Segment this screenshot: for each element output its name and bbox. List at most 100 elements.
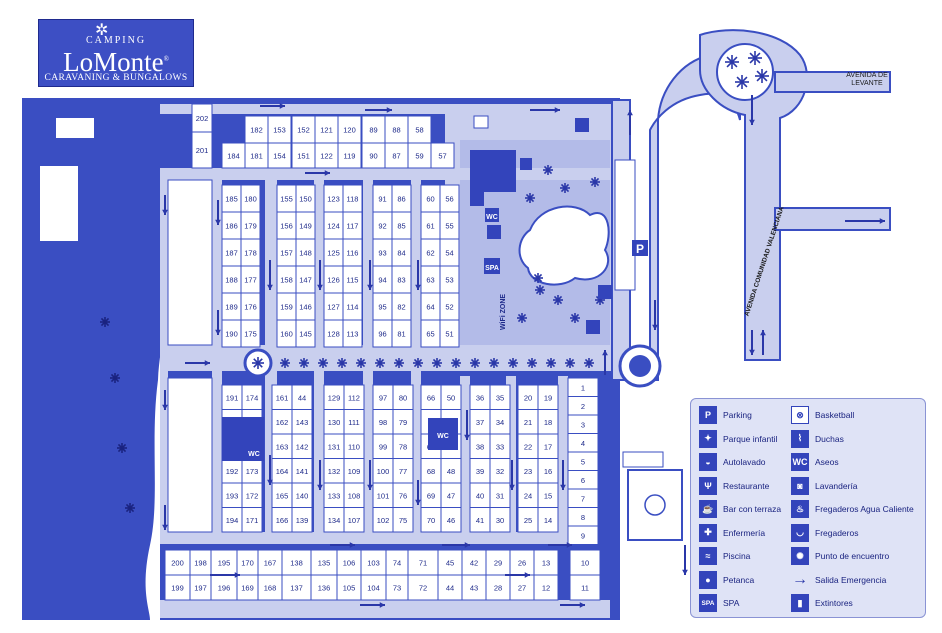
palm-tree-icon [726,56,733,63]
plot-cell [267,142,292,169]
palm-tree-icon [749,57,756,64]
plot-number: 177 [244,276,257,285]
legend-label: Punto de encuentro [815,551,890,561]
plot-number: 28 [494,584,502,593]
plot-number: 101 [377,491,390,500]
palm-tree-icon [322,358,328,364]
legend-item: ⌇Duchas [791,429,844,449]
plot-number: 182 [250,126,263,135]
plot-number: 152 [297,126,310,135]
pool [518,205,610,286]
plot-number: 61 [426,222,434,231]
palm-tree-icon [761,70,768,77]
petanque-icon: ● [699,570,717,589]
plot-number: 106 [343,559,356,568]
plot-number: 85 [397,222,405,231]
plot-number: 94 [378,276,386,285]
palm-tree-icon [121,443,127,449]
plot-number: 180 [244,195,257,204]
legend-item: ♨Fregaderos Agua Caliente [791,499,914,519]
plot-number: 60 [426,195,434,204]
plot-number: 115 [347,276,359,285]
court-sign [622,451,664,468]
plot-cell [191,131,213,169]
palm-tree-icon [574,313,580,319]
plot-cell [295,319,316,348]
pool-icon: ≈ [699,547,717,565]
parking-icon: P [699,406,717,424]
plot-number: 197 [194,584,207,593]
palm-tree-icon [284,358,290,364]
legend-item: ●Petanca [699,570,754,590]
plot-number: 91 [378,195,386,204]
logo-trademark: ® [163,55,169,63]
plot-number: 181 [250,152,263,161]
palm-tree-icon [761,75,768,82]
emergency-arrow-head [560,484,566,490]
plot-cell [281,574,312,601]
legend-item: →Salida Emergencia [791,570,886,590]
shower-icon: ⌇ [791,429,809,448]
emergency-arrow-head [652,324,658,330]
plot-number: 168 [264,584,277,593]
plot-number: 17 [544,442,552,451]
plot-number: 97 [379,393,387,402]
palm-tree-icon [455,358,461,364]
plot-number: 194 [226,516,239,525]
plot-number: 78 [399,442,407,451]
plot-number: 80 [399,393,407,402]
plot-number: 134 [328,516,341,525]
plot-number: 88 [392,126,400,135]
plot-number: 200 [171,559,184,568]
plot-number: 36 [476,393,484,402]
plot-cell [342,319,363,348]
plot-number: 48 [447,467,455,476]
plot-number: 14 [544,516,552,525]
plot-number: 143 [296,418,309,427]
plot-number: 189 [225,303,238,312]
palm-tree-icon [749,52,756,59]
extinguisher-icon: ▮ [791,594,809,612]
emergency-arrow-head [386,107,392,113]
plot-cell [407,574,439,601]
plot-number: 46 [447,516,455,525]
internal-roads [160,104,620,618]
spa-icon: SPA [699,594,717,612]
plot-number: 147 [299,276,312,285]
palm-tree-icon [398,358,404,364]
emergency-arrow-head [415,284,421,290]
palm-tree-icon [731,61,738,68]
plot-number: 37 [476,418,484,427]
palm-tree-icon [741,81,748,88]
plot-cell [533,574,559,601]
logo-name: LoMonte® [39,46,193,76]
car-wash-icon: ◒ [699,453,717,471]
plot-number: 33 [496,442,504,451]
emergency-arrow-head [415,499,421,505]
palm-tree-icon [756,70,763,77]
wc-label-south: WC [437,433,449,440]
legend-label: Parque infantil [723,433,778,444]
emergency-arrow-head [749,349,755,355]
legend-label: Basketball [815,410,855,420]
plot-number: 135 [318,559,331,568]
plot-number: 73 [393,584,401,593]
plot-number: 6 [581,476,585,485]
plot-number: 70 [427,516,435,525]
plot-number: 50 [447,393,455,402]
emergency-arrow-head [602,350,608,356]
plot-number: 44 [298,393,306,402]
plot-number: 86 [397,195,405,204]
restaurant-icon: Ψ [699,476,717,495]
plot-number: 113 [347,330,359,339]
plot-number: 16 [544,467,552,476]
plot-number: 64 [426,303,434,312]
plot-cell [485,574,511,601]
camping-logo: ✲ CAMPING LoMonte® CARAVANING & BUNGALOW… [38,19,194,87]
plot-number: 81 [397,330,405,339]
plot-number: 133 [328,491,341,500]
plot-number: 185 [225,195,238,204]
plot-number: 19 [544,393,552,402]
emergency-arrow-head [324,170,330,176]
